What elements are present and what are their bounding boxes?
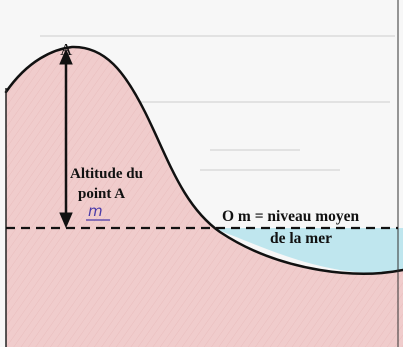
arrow-head-bottom <box>59 212 73 229</box>
altitude-label-line1: Altitude du <box>70 166 143 182</box>
terrain-outline <box>4 45 403 275</box>
altitude-unit-handwritten: m <box>88 202 103 220</box>
point-a-label: A <box>60 40 73 59</box>
arrow-head-top <box>59 48 73 65</box>
sea-level-label-line2: de la mer <box>270 230 332 247</box>
altitude-arrow <box>59 48 73 229</box>
sea-area <box>212 228 403 273</box>
sea-level-label-line1: O m = niveau moyen <box>222 208 360 225</box>
altitude-label-line2: point A <box>78 186 125 202</box>
mountain-texture <box>6 46 403 347</box>
